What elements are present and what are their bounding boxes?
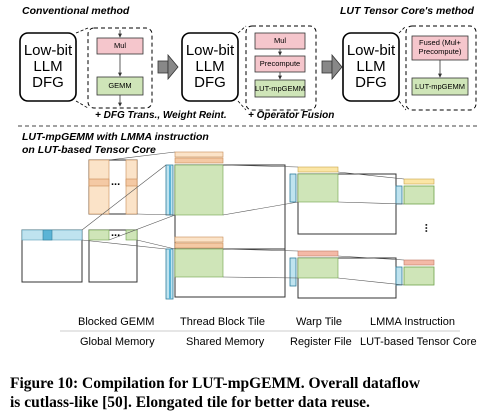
level-label-blocked-gemm: Blocked GEMM [78,316,155,328]
ellipsis-vertical: ... [422,223,435,233]
blocked-gemm-top [88,159,138,215]
lut-mpgemm-op-2 [411,77,469,96]
dfg-box-1 [19,32,77,102]
dfg-line1: Low-bit [185,42,235,59]
lut-mpgemm-op-1 [254,79,306,98]
dfg-label-3: Low-bit LLM DFG [343,43,399,91]
mul-label-1: Mul [113,41,127,50]
level-label-lmma: LMMA Instruction [370,316,455,328]
dfg-line3: DFG [32,74,64,91]
precompute-label: Precompute [259,59,301,68]
section2-title-line1: LUT-mpGEMM with LMMA instruction [22,131,209,143]
dfg-line3: DFG [194,74,226,91]
warp-tile-bottom [289,250,397,299]
dfg-line1: Low-bit [346,42,396,59]
mul-label-2: Mul [273,36,287,45]
section2-title-line2: on LUT-based Tensor Core [22,144,156,156]
figure-caption-line1: Figure 10: Compilation for LUT-mpGEMM. O… [10,375,421,392]
dfg-box-2 [181,32,239,102]
ellipsis-bottom: ... [111,227,121,239]
figure-caption-line2: is cutlass-like [50]. Elongated tile for… [10,394,370,411]
lmma-instruction-bottom [395,259,435,286]
dfg-line3: DFG [355,74,387,91]
dfg-line2: LLM [195,58,225,75]
level-label-thread-block: Thread Block Tile [180,316,265,328]
ellipsis-top: ... [111,176,121,188]
memory-label-shared: Shared Memory [186,336,265,348]
projection-lines-2 [222,164,299,279]
thread-block-tile-bottom [165,236,286,300]
lut-mpgemm-label-2: LUT-mpGEMM [414,82,465,91]
stage1-dashed-frame [87,27,153,109]
dfg-box-3 [342,32,400,102]
blocked-gemm-activation [21,229,83,283]
operator-fusion-note: + Operator Fusion [248,110,335,121]
dfg-line2: LLM [33,58,63,75]
memory-label-global: Global Memory [80,336,155,348]
dfg-label-1: Low-bit LLM DFG [20,43,76,91]
memory-label-lut-tc: LUT-based Tensor Core [360,336,477,348]
projection-lines-3 [337,171,405,286]
transform-arrow-2 [321,53,343,81]
dfg-label-2: Low-bit LLM DFG [182,43,238,91]
lut-tensor-core-method-header: LUT Tensor Core's method [340,5,474,17]
fused-label: Fused (Mul+ Precompute) [418,38,462,56]
lmma-instruction-top [395,178,435,205]
dfg-trans-note: + DFG Trans., Weight Reint. [95,110,227,121]
stage2-dashed-frame [245,25,317,111]
warp-tile-top [289,166,397,235]
stage3-dashed-frame [405,25,477,111]
dfg-line1: Low-bit [23,42,73,59]
thread-block-tile-top [165,151,286,262]
lut-mpgemm-label-1: LUT-mpGEMM [255,84,306,93]
memory-label-register: Register File [290,336,352,348]
conventional-method-header: Conventional method [22,5,130,17]
dfg-line2: LLM [356,58,386,75]
transform-arrow-1 [157,53,179,81]
projection-lines-1 [81,151,176,250]
gemm-label: GEMM [108,81,132,90]
level-label-warp: Warp Tile [296,316,343,328]
